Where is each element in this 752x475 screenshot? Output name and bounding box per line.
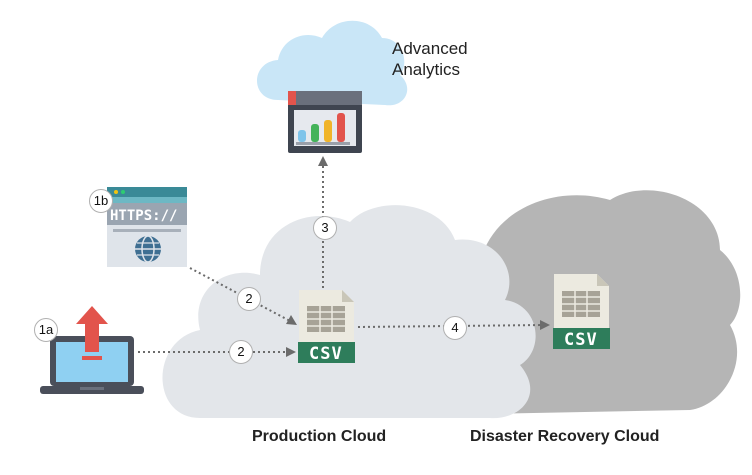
arrowhead-laptop [286, 347, 296, 357]
badge-3: 3 [313, 216, 337, 240]
badge-1a: 1a [34, 318, 58, 342]
csv-file-icon-dr: CSV [553, 274, 610, 350]
badge-2-browser: 2 [237, 287, 261, 311]
connector-csv-to-dr [357, 324, 545, 328]
dr-cloud-label: Disaster Recovery Cloud [470, 428, 660, 445]
laptop-upload-icon [40, 306, 144, 394]
https-text: HTTPS:// [110, 208, 177, 224]
csv-label-dr: CSV [564, 330, 598, 350]
browser-https-icon: HTTPS:// [107, 187, 187, 267]
analytics-title-text: Advanced Analytics [392, 39, 468, 79]
arrowhead-dr [540, 320, 550, 330]
csv-file-icon-production: CSV [298, 290, 355, 364]
analytics-cloud-shape [257, 20, 408, 106]
badge-2-laptop: 2 [229, 340, 253, 364]
csv-label-production: CSV [309, 344, 343, 364]
arrowheads [286, 156, 550, 357]
analytics-dashboard-icon [288, 91, 362, 153]
analytics-title: Advanced Analytics [392, 38, 468, 80]
arrowhead-browser [286, 315, 297, 325]
connector-browser-to-csv [189, 267, 293, 323]
badge-4: 4 [443, 316, 467, 340]
connectors [138, 160, 545, 353]
badge-1b: 1b [89, 189, 113, 213]
arrowhead-analytics [318, 156, 328, 166]
production-cloud-label: Production Cloud [252, 428, 387, 445]
